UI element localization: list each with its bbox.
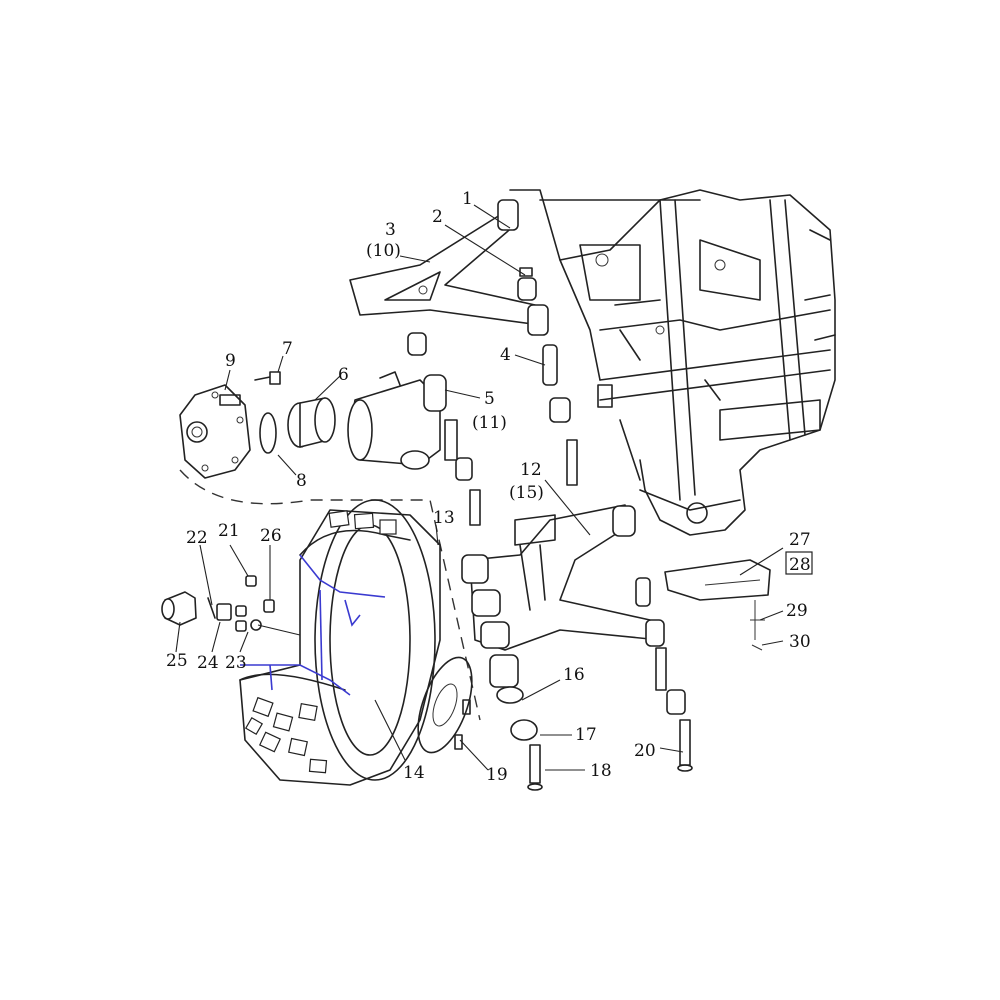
callout-6: 6	[338, 365, 349, 385]
upper-arm-bushings	[517, 267, 578, 486]
wheel-hub	[179, 384, 251, 479]
callout-4: 4	[500, 345, 511, 365]
callout-7: 7	[282, 339, 293, 359]
callout-5-alt: (11)	[472, 413, 507, 433]
skid-plate	[664, 559, 771, 651]
callout-20: 20	[634, 741, 656, 761]
callout-23: 23	[225, 653, 247, 673]
lower-a-arm	[461, 504, 665, 651]
steering-knuckle	[347, 332, 481, 526]
callout-24: 24	[197, 653, 219, 673]
callout-16: 16	[563, 665, 585, 685]
callout-21: 21	[218, 521, 240, 541]
callout-17: 17	[575, 725, 597, 745]
callout-28: 28	[789, 555, 811, 575]
callout-14: 14	[403, 763, 425, 783]
callout-28-box	[785, 551, 813, 575]
callout-27: 27	[789, 530, 811, 550]
callout-2: 2	[432, 207, 443, 227]
callout-18: 18	[590, 761, 612, 781]
callout-22: 22	[186, 528, 208, 548]
leader-lines	[175, 204, 784, 771]
callout-3: 3	[385, 220, 396, 240]
callout-3-alt: (10)	[366, 241, 401, 261]
upper-a-arm	[349, 199, 549, 336]
callout-5: 5	[484, 389, 495, 409]
vehicle-frame	[509, 189, 836, 536]
callout-29: 29	[786, 601, 808, 621]
callout-labels: 1 2 3 (10) 4 5 (11) 6 7 8 9 12 (15) 13 1…	[166, 189, 813, 785]
callout-13: 13	[433, 508, 455, 528]
callout-26: 26	[260, 526, 282, 546]
callout-25: 25	[166, 651, 188, 671]
callout-1: 1	[462, 189, 473, 209]
callout-12-alt: (15)	[509, 483, 544, 503]
callout-30: 30	[789, 632, 811, 652]
wheel-bearing-group	[254, 371, 336, 454]
wheel-nut-group	[161, 575, 275, 632]
callout-8: 8	[296, 471, 307, 491]
callout-19: 19	[486, 765, 508, 785]
tire	[239, 499, 441, 786]
callout-12: 12	[520, 460, 542, 480]
callout-9: 9	[225, 351, 236, 371]
lower-arm-hardware	[489, 577, 693, 791]
